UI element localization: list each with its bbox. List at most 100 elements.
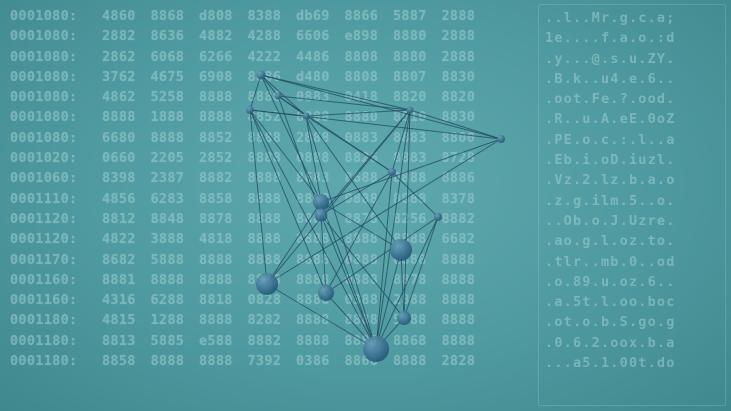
network-node: [314, 208, 328, 222]
hex-word: 8636: [150, 28, 185, 45]
network-edge: [305, 115, 322, 203]
hex-word: e898: [344, 28, 379, 45]
hex-word: 5258: [150, 89, 185, 106]
hex-word: 3762: [102, 68, 136, 85]
hex-word: 8848: [150, 210, 185, 227]
hex-word: 8883: [393, 150, 427, 167]
network-edge: [320, 138, 502, 203]
hex-word: 2828: [441, 353, 476, 370]
network-node: [274, 92, 282, 100]
hex-row: 0001080:3762467569088886d480880888078830: [10, 67, 530, 87]
hex-word: 2387: [150, 170, 185, 187]
hex-word: 0883: [344, 129, 379, 146]
network-edge: [260, 74, 411, 111]
hex-address: 0001180:: [10, 312, 78, 329]
hex-word: 6606: [296, 28, 330, 45]
ascii-row: .y...@.s.u.ZY.: [545, 50, 676, 67]
hex-word: 8888: [441, 292, 476, 309]
hex-address: 0001080:: [10, 109, 78, 126]
hex-word: 8820: [441, 89, 476, 106]
hex-word: 1888: [150, 109, 185, 126]
ascii-row: ..Ob.o.J.Uzre.: [545, 212, 676, 229]
hex-word: 8880: [393, 28, 427, 45]
ascii-row: .tlr..mb.0..od: [545, 253, 676, 270]
hex-word: 8888: [393, 190, 427, 207]
hex-word: 8882: [247, 332, 282, 349]
hex-word: 8807: [393, 68, 427, 85]
hex-word: 8868: [150, 8, 185, 24]
network-edge: [249, 109, 322, 203]
hex-word: 8888: [296, 251, 330, 268]
hex-word: 7392: [247, 353, 282, 370]
hex-word: 0888: [344, 190, 379, 207]
hex-word: 8888: [441, 271, 476, 288]
network-edge: [400, 249, 405, 319]
hex-word: 8882: [199, 170, 233, 187]
hex-word: 8878: [199, 210, 233, 227]
hex-address: 0001160:: [10, 292, 78, 309]
ascii-row: .Eb.i.oD.iuzl.: [545, 152, 676, 169]
hex-address: 0001080:: [10, 28, 78, 45]
network-edge: [391, 109, 411, 173]
hex-row: 0001180:88135885e58888828888888888688888: [10, 331, 530, 351]
hex-word: 8878: [344, 210, 379, 227]
hex-address: 0001180:: [10, 332, 78, 349]
network-edge: [249, 74, 262, 111]
hex-word: 8888: [441, 332, 476, 349]
hex-address: 0001180:: [10, 353, 78, 370]
network-edge: [320, 214, 377, 350]
hex-address: 0001080:: [10, 129, 78, 146]
hex-word: 8398: [102, 170, 136, 187]
network-edge: [266, 109, 411, 285]
network-edge: [403, 109, 411, 319]
ascii-row: .ao.g.l.oz.to.: [545, 233, 676, 250]
hex-word: 8683: [296, 170, 330, 187]
ascii-panel-border: [538, 4, 726, 406]
hex-word: 8682: [102, 251, 136, 268]
ascii-row: .a.5t.l.oo.boc: [545, 294, 676, 311]
hex-word: 8888: [199, 109, 233, 126]
network-edge: [277, 95, 411, 111]
hex-address: 0001080:: [10, 89, 78, 106]
ascii-row: .z.g.ilm.5..o.: [545, 192, 676, 209]
hex-word: 4815: [102, 312, 136, 329]
hex-word: 8888: [296, 231, 330, 248]
hex-word: 6680: [102, 129, 136, 146]
hex-word: 8852: [199, 129, 233, 146]
hex-word: 8812: [102, 210, 136, 227]
network-edge: [375, 109, 411, 350]
hex-word: 8813: [102, 332, 136, 349]
network-edge: [266, 138, 502, 285]
hex-word: 5888: [150, 251, 185, 268]
ascii-row: .Vz.2.lz.b.a.o: [545, 172, 676, 189]
ascii-dump: ..l..Mr.g.c.a;1e....f.a.o.:d.y...@.s.u.Z…: [545, 8, 725, 373]
hex-row: 0001160:88818888888888888888088888788888: [10, 270, 530, 290]
ascii-row: .o.89.u.oz.6..: [545, 273, 676, 290]
hex-word: 8378: [441, 190, 476, 207]
hex-address: 0001160:: [10, 271, 78, 288]
hex-word: 8888: [247, 210, 282, 227]
hex-word: d480: [296, 68, 330, 85]
network-node: [302, 112, 310, 120]
network-edge: [320, 171, 393, 216]
network-edge: [305, 115, 377, 350]
hex-word: 8888: [199, 271, 233, 288]
hex-word: 4822: [102, 231, 136, 248]
network-edge: [266, 283, 377, 350]
network-edge: [305, 115, 393, 173]
hex-address: 0001080:: [10, 8, 78, 24]
network-edge: [277, 95, 322, 216]
network-node: [363, 336, 389, 362]
hex-word: 4222: [247, 48, 282, 65]
network-edge: [325, 216, 439, 294]
hex-word: 3888: [150, 231, 185, 248]
hex-row: 0001160:43166288881808288888038828888888: [10, 290, 530, 310]
ascii-row: .oot.Fe.?.ood.: [545, 91, 676, 108]
network-edge: [375, 171, 393, 350]
network-edge: [320, 201, 377, 350]
hex-word: 8888: [150, 271, 185, 288]
hex-word: 8868: [393, 332, 427, 349]
